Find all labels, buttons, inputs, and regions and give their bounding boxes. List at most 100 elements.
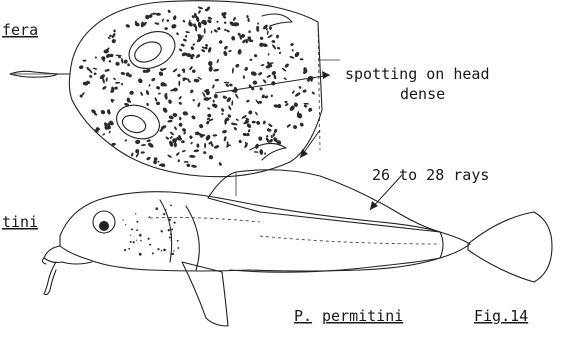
head-spot — [233, 126, 237, 130]
head-spot — [277, 104, 282, 109]
head-spot — [249, 58, 252, 61]
head-spot — [196, 143, 199, 147]
opercular-spine-top — [262, 14, 292, 26]
head-spot — [168, 99, 172, 104]
head-spot — [284, 63, 290, 69]
head-spot — [184, 35, 187, 38]
head-spot — [218, 40, 223, 45]
caudal-fin — [468, 212, 552, 282]
head-spot — [180, 43, 185, 47]
head-spot — [141, 151, 145, 153]
head-spot — [224, 119, 227, 125]
head-spot — [254, 54, 258, 58]
head-spot — [228, 50, 232, 53]
head-spot — [217, 26, 221, 30]
head-spot — [197, 102, 201, 108]
head-spot — [248, 110, 253, 115]
head-spot — [267, 30, 269, 35]
head-spot — [189, 135, 193, 140]
head-spot — [113, 77, 116, 80]
head-spot — [207, 118, 210, 120]
head-spot — [127, 63, 130, 66]
head-spot — [152, 12, 156, 14]
head-spot — [273, 128, 277, 133]
head-spot — [277, 46, 281, 50]
side-spot — [173, 250, 174, 251]
head-spot — [190, 46, 194, 51]
head-spot — [156, 101, 161, 105]
head-spot — [224, 21, 227, 24]
head-spot — [129, 91, 134, 96]
head-spot — [207, 47, 212, 53]
side-spot — [128, 248, 130, 250]
head-spot — [166, 19, 169, 22]
head-spot — [256, 120, 261, 125]
head-spot — [146, 139, 151, 143]
head-spot — [178, 122, 183, 127]
head-spot — [255, 111, 259, 116]
side-spot — [172, 253, 174, 255]
side-spot — [130, 241, 132, 243]
side-spot — [136, 240, 137, 241]
head-spot — [203, 151, 207, 155]
head-spot — [197, 6, 203, 10]
head-spot — [264, 152, 266, 154]
head-spot — [276, 34, 279, 38]
fish-lateral-view — [42, 170, 552, 326]
head-spot — [190, 89, 194, 94]
head-spot — [182, 150, 186, 153]
head-spot — [215, 79, 220, 82]
head-spot — [82, 60, 86, 62]
head-spot — [237, 49, 242, 55]
head-spot — [115, 62, 120, 67]
head-spot — [174, 126, 178, 130]
side-spot — [136, 221, 138, 223]
head-spot — [254, 151, 259, 153]
side-spot — [170, 233, 172, 235]
head-spot — [178, 96, 182, 100]
head-spot — [224, 12, 227, 15]
head-spot — [178, 80, 180, 86]
eye-socket-upper — [123, 24, 181, 75]
head-spot — [108, 60, 111, 63]
head-spot — [303, 103, 309, 105]
side-spot — [140, 240, 142, 242]
head-dorsal-view — [10, 1, 340, 177]
head-spot — [213, 144, 219, 149]
head-spot — [259, 87, 263, 91]
label-dense: dense — [400, 85, 445, 103]
head-spot — [225, 83, 230, 87]
head-spot — [269, 26, 272, 30]
head-spot — [238, 139, 242, 144]
side-spot — [177, 247, 179, 249]
side-spot — [163, 213, 165, 215]
head-spot — [145, 90, 149, 96]
head-spot — [208, 154, 214, 160]
head-spot — [141, 144, 146, 146]
head-spot — [147, 142, 154, 149]
head-spot — [182, 20, 186, 23]
side-spot — [152, 252, 154, 254]
side-spot — [157, 248, 159, 250]
side-spot — [169, 219, 171, 221]
head-spot — [261, 95, 265, 98]
side-spot — [174, 222, 176, 224]
head-spot — [186, 163, 190, 167]
head-spot — [284, 100, 288, 103]
head-spot — [191, 115, 196, 120]
head-spot — [193, 78, 199, 82]
head-spot — [281, 67, 286, 72]
head-spot — [291, 49, 294, 52]
caption-genus: P. — [294, 307, 312, 325]
head-spot — [78, 65, 83, 70]
head-spot — [137, 78, 143, 85]
head-spot — [177, 73, 181, 77]
head-spot — [167, 154, 172, 158]
head-spot — [271, 44, 276, 50]
side-spot — [156, 207, 159, 210]
head-spot — [258, 136, 262, 140]
head-spot — [299, 122, 304, 127]
head-spot — [158, 92, 161, 95]
head-spot — [179, 117, 182, 120]
